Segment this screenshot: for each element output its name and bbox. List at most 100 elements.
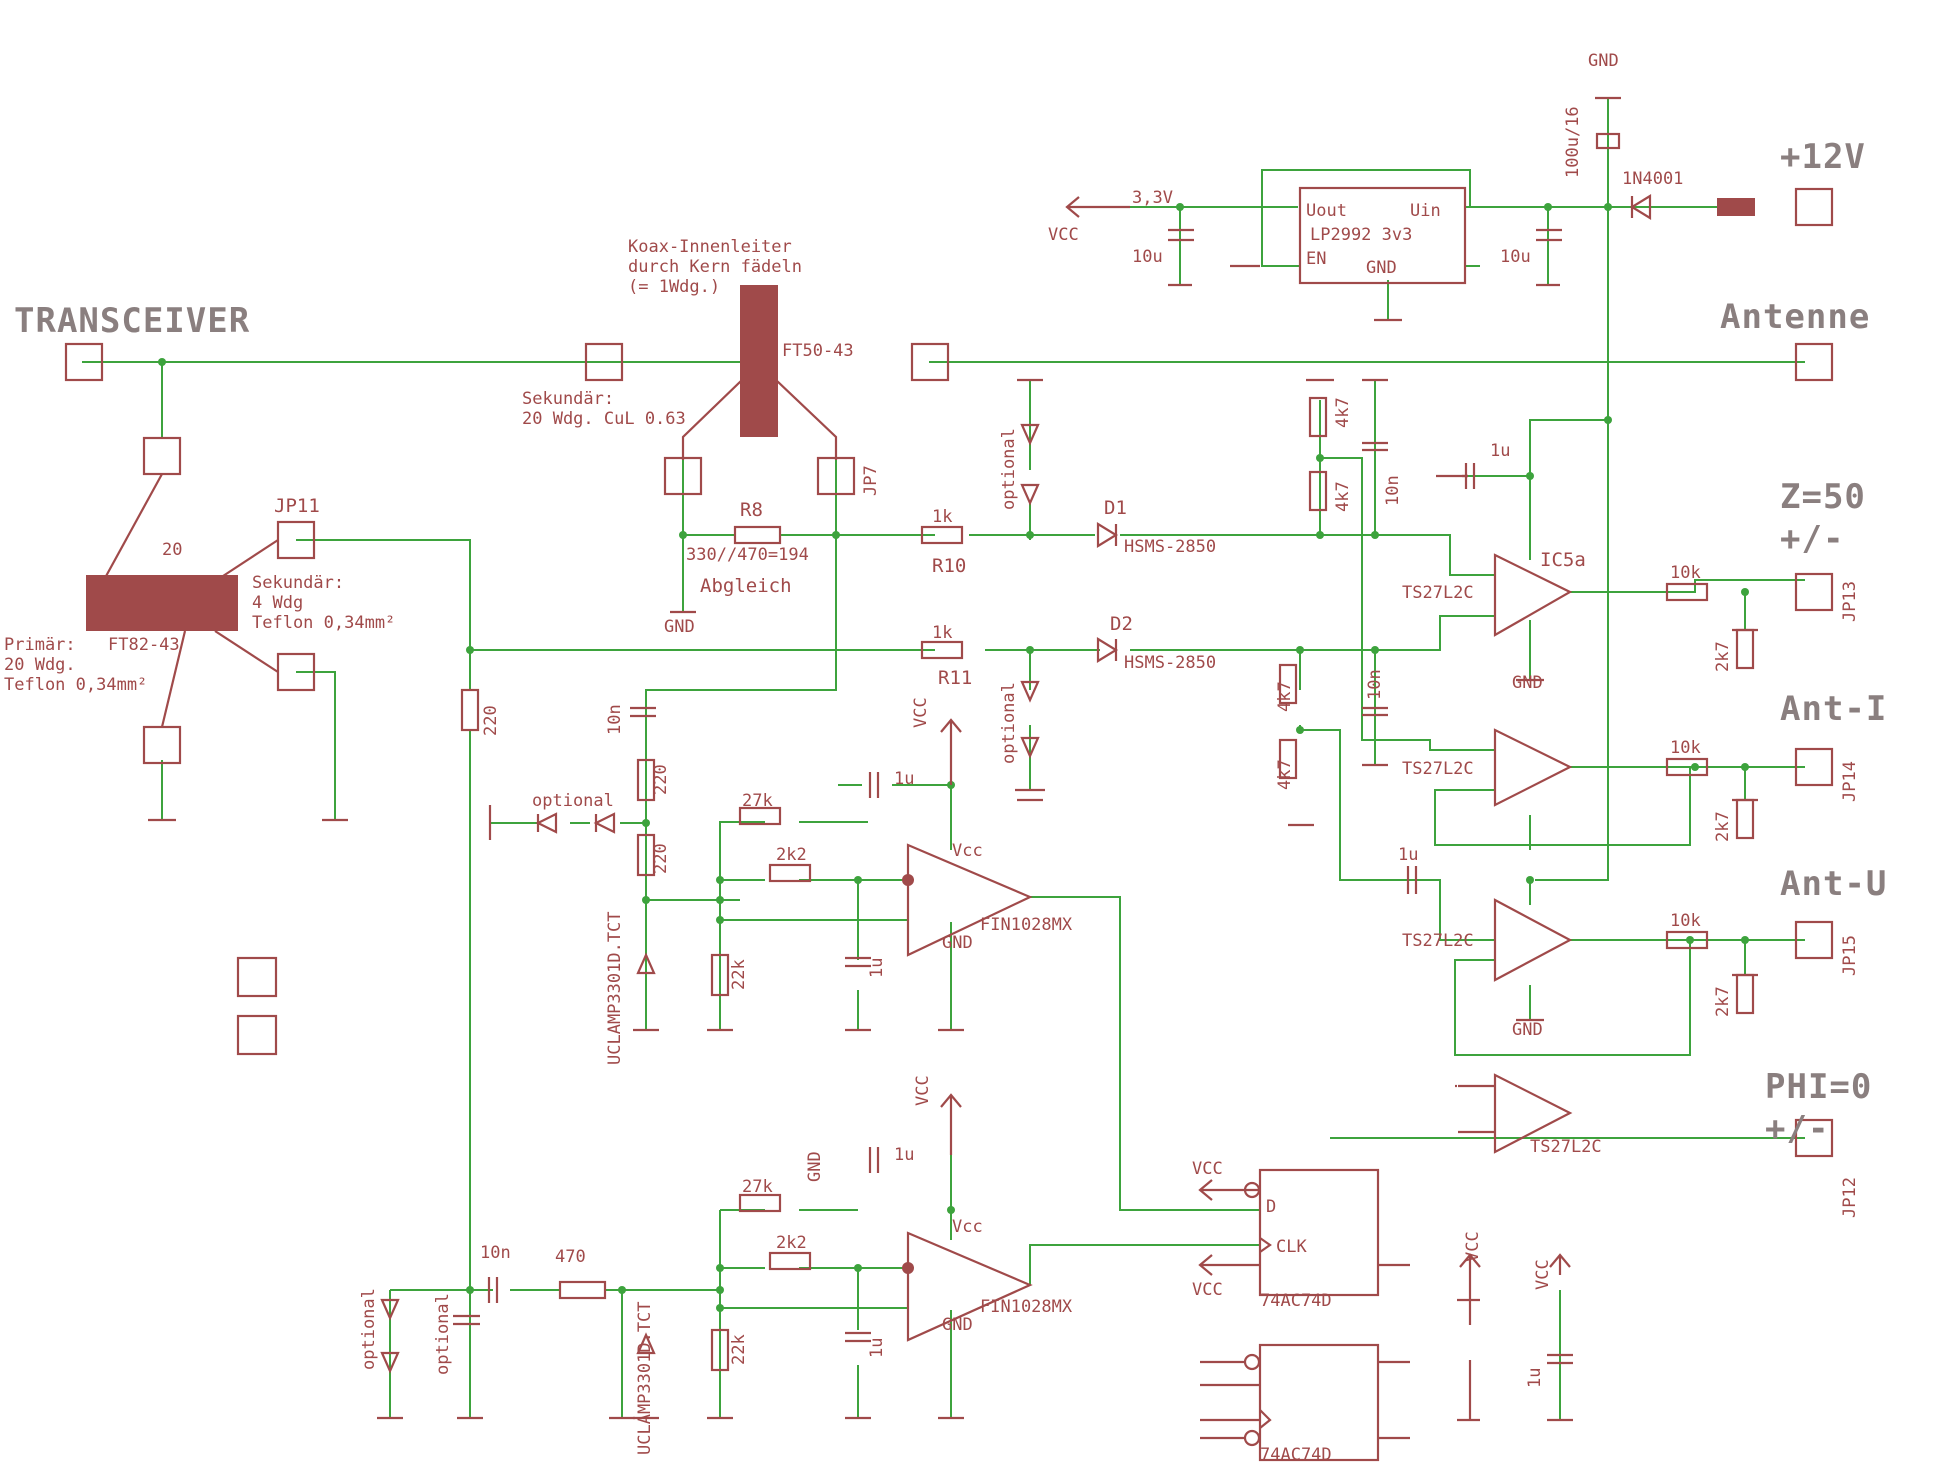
label-3v3: 3,3V <box>1132 188 1173 208</box>
capacitors <box>453 132 1621 1365</box>
label-lp2992: LP2992 3v3 <box>1310 225 1412 245</box>
label-optional-cmp2-a: optional <box>359 1288 379 1370</box>
label-r2k7-2: 2k7 <box>1713 811 1733 842</box>
label-r4k7-a: 4k7 <box>1333 397 1353 428</box>
ft50-core <box>740 285 778 437</box>
label-koax-1: Koax-Innenleiter <box>628 237 792 257</box>
label-c10n-cmp1: 10n <box>605 704 625 735</box>
label-r4k7-b: 4k7 <box>1333 481 1353 512</box>
label-vcc-cmp2: VCC <box>913 1075 933 1106</box>
label-koax-2: durch Kern fädeln <box>628 257 802 277</box>
label-c1u-cmp2: 1u <box>867 1338 887 1358</box>
label-c1u-cmp1-top: 1u <box>894 769 914 789</box>
heading-z50: Z=50 <box>1780 477 1866 517</box>
label-r22k-1: 22k <box>729 959 749 990</box>
label-turns-20: 20 <box>162 540 182 560</box>
label-r220-c: 220 <box>651 843 671 874</box>
label-koax-3: (= 1Wdg.) <box>628 277 720 297</box>
label-r11: R11 <box>938 667 972 689</box>
label-gnd-cmp1: GND <box>942 933 973 953</box>
heading-ant-u: Ant-U <box>1780 864 1887 904</box>
label-1n4001: 1N4001 <box>1622 169 1683 189</box>
label-r27k-2: 27k <box>742 1177 773 1197</box>
label-c10n-a: 10n <box>1383 475 1403 506</box>
label-jp13: JP13 <box>1840 581 1860 622</box>
vcc-arrows <box>940 196 1571 1420</box>
label-r2k2-1: 2k2 <box>776 845 807 865</box>
label-vcc-pin-1: Vcc <box>952 841 983 861</box>
label-vcc-ff-supply-2: VCC <box>1533 1259 1553 1290</box>
label-ft50: FT50-43 <box>782 341 854 361</box>
label-c10u-right: 10u <box>1500 247 1531 267</box>
label-vcc-ff-d: VCC <box>1192 1159 1223 1179</box>
label-gnd-cmp2-cap: GND <box>805 1151 825 1182</box>
label-r220-a: 220 <box>481 705 501 736</box>
label-vcc-ff-clk: VCC <box>1192 1280 1223 1300</box>
label-r10: R10 <box>932 555 966 577</box>
label-c10u-left: 10u <box>1132 247 1163 267</box>
label-rf-gnd: GND <box>664 617 695 637</box>
label-r27k-1: 27k <box>742 791 773 811</box>
resistors <box>460 396 1755 1372</box>
label-uclamp-2: UCLAMP3301D.TCT <box>635 1301 655 1455</box>
heading-transceiver: TRANSCEIVER <box>14 301 250 341</box>
label-fin-1: FIN1028MX <box>980 915 1073 935</box>
wires <box>82 98 1805 1420</box>
label-prim-2: 20 Wdg. <box>4 655 76 675</box>
heading-ant-i: Ant-I <box>1780 689 1887 729</box>
label-ft82: FT82-43 <box>108 635 180 655</box>
label-c10n-b: 10n <box>1365 669 1385 700</box>
label-optional-d2: optional <box>999 682 1019 764</box>
label-jp11: JP11 <box>274 495 320 517</box>
label-ts-3: TS27L2C <box>1402 931 1474 951</box>
label-fin-2: FIN1028MX <box>980 1297 1073 1317</box>
label-vcc-cmp1: VCC <box>911 697 931 728</box>
label-r10k-3: 10k <box>1670 911 1701 931</box>
label-prim-3: Teflon 0,34mm² <box>4 675 147 695</box>
label-r2k2-2: 2k2 <box>776 1233 807 1253</box>
label-r11-value: 1k <box>932 623 952 643</box>
label-r8: R8 <box>740 499 763 521</box>
label-sek2-2: 4 Wdg <box>252 593 303 613</box>
label-c1u-b: 1u <box>1398 845 1418 865</box>
label-r470: 470 <box>555 1247 586 1267</box>
label-r4k7-d: 4k7 <box>1275 759 1295 790</box>
label-d2-type: HSMS-2850 <box>1124 653 1216 673</box>
opamps <box>1458 553 1573 1154</box>
label-r10-value: 1k <box>932 507 952 527</box>
heading-antenne: Antenne <box>1720 297 1870 337</box>
heading-phi0: PHI=0 <box>1765 1067 1872 1107</box>
label-vin: Uin <box>1410 201 1441 221</box>
label-sek1-2: 20 Wdg. CuL 0.63 <box>522 409 686 429</box>
label-vcc-ff-supply-1: VCC <box>1463 1231 1483 1262</box>
label-d1-type: HSMS-2850 <box>1124 537 1216 557</box>
heading-phi0-sign: +/- <box>1765 1109 1829 1149</box>
diodes <box>380 194 1755 1374</box>
label-r10k-2: 10k <box>1670 738 1701 758</box>
label-r4k7-c: 4k7 <box>1275 681 1295 712</box>
junctions <box>158 203 1749 1312</box>
label-abgleich: Abgleich <box>700 575 792 597</box>
label-sek2-1: Sekundär: <box>252 573 344 593</box>
label-sek2-3: Teflon 0,34mm² <box>252 613 395 633</box>
label-vcc-out: VCC <box>1048 225 1079 245</box>
label-optional-cmp1: optional <box>532 791 614 811</box>
flipflops <box>1200 1168 1410 1462</box>
label-uclamp-1: UCLAMP3301D.TCT <box>605 911 625 1065</box>
heading-plus12v: +12V <box>1780 137 1866 177</box>
transformer-leads <box>104 379 838 728</box>
label-optional-d1: optional <box>999 428 1019 510</box>
label-c1u-ff: 1u <box>1525 1368 1545 1388</box>
comparators <box>902 843 1033 1342</box>
label-ic5a: IC5a <box>1540 549 1586 571</box>
label-opamp-gnd-1: GND <box>1512 673 1543 693</box>
label-r2k7-1: 2k7 <box>1713 641 1733 672</box>
label-c10n-cmp2: 10n <box>480 1243 511 1263</box>
label-jp7: JP7 <box>861 465 881 496</box>
label-vcc-pin-2: Vcc <box>952 1217 983 1237</box>
label-gnd-cmp2: GND <box>942 1315 973 1335</box>
label-sek1-1: Sekundär: <box>522 389 614 409</box>
label-cap-100u: 100u/16 <box>1563 106 1583 178</box>
label-opamp-gnd-2: GND <box>1512 1020 1543 1040</box>
